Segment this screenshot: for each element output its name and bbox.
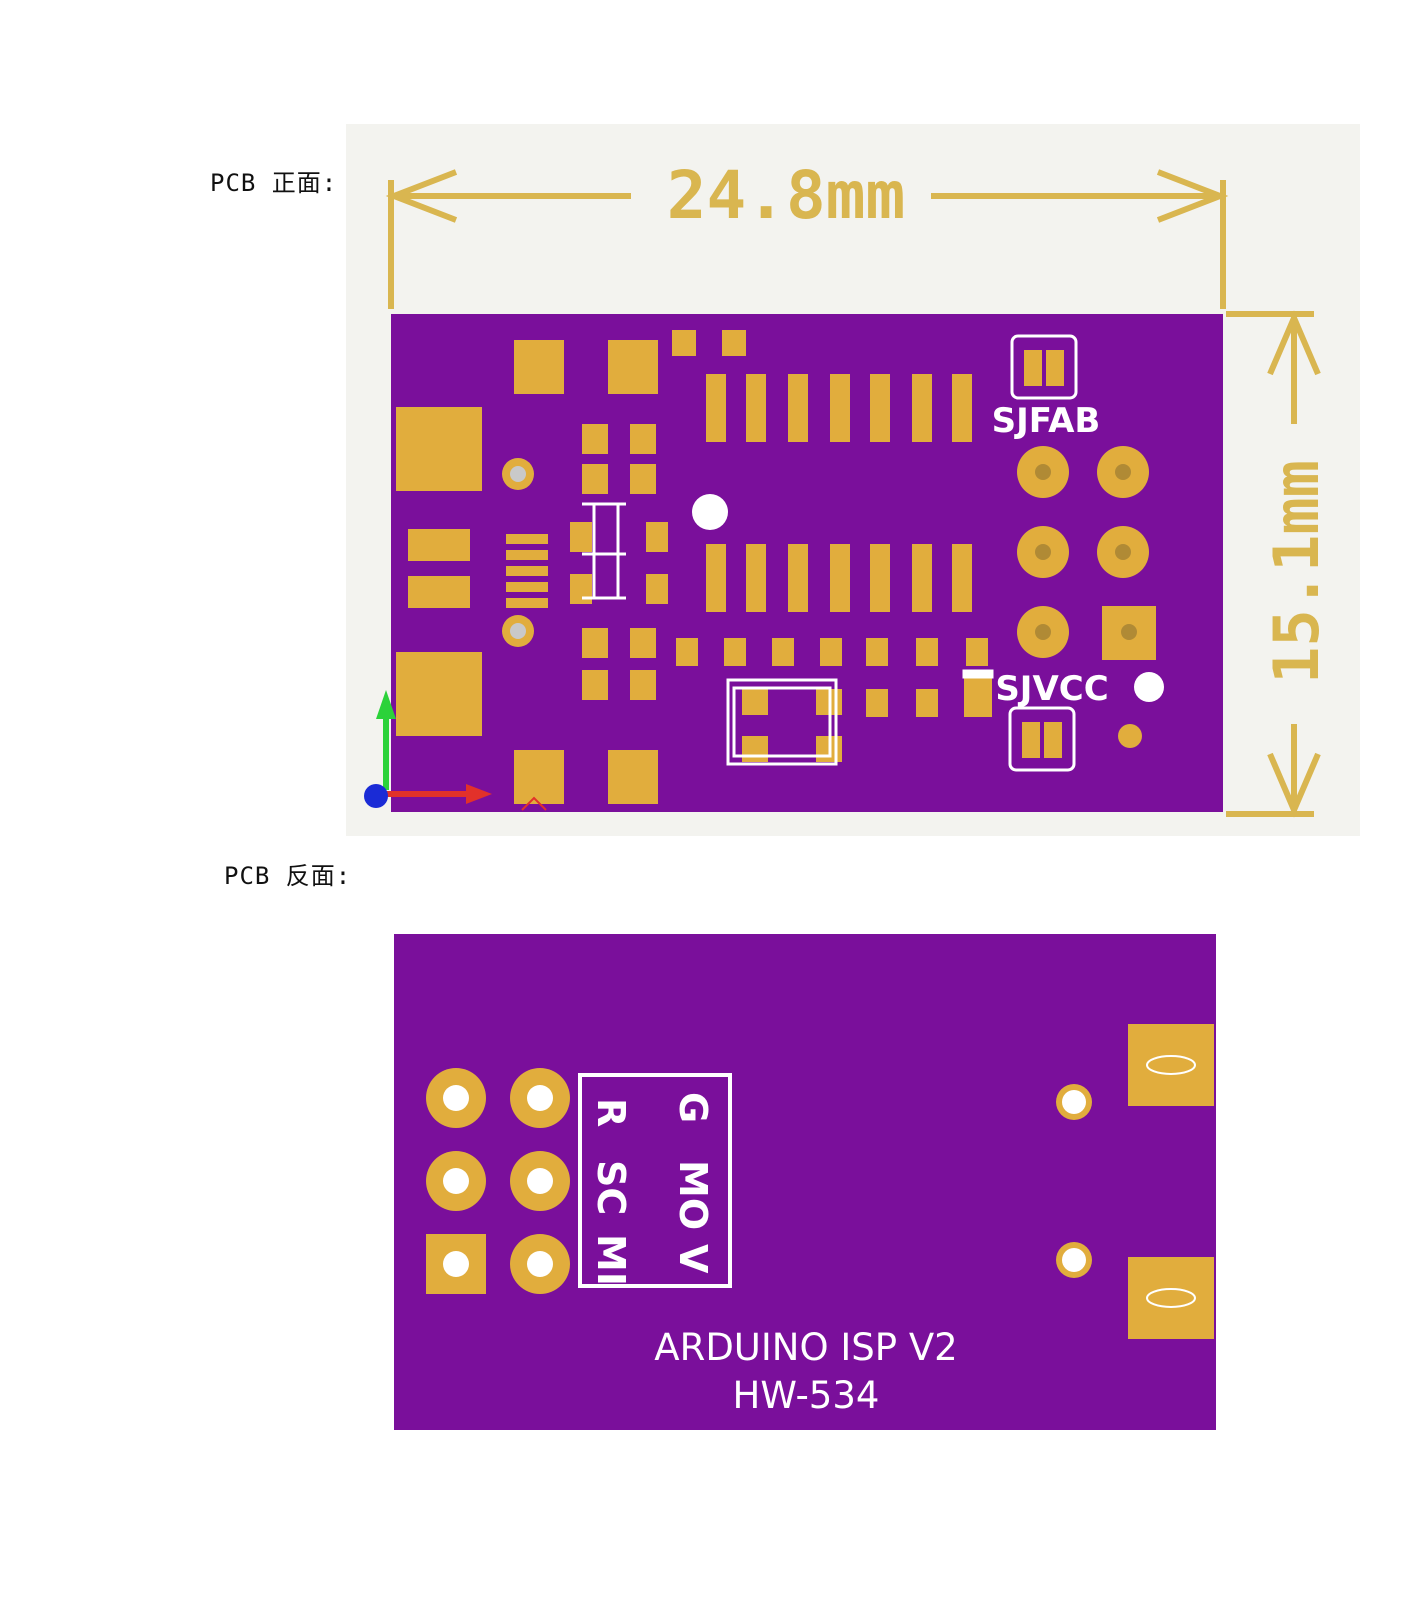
pcb-back-view: R SC MI G MO V ARDUINO ISP V2 HW-534 xyxy=(394,934,1216,1430)
front-header-pins xyxy=(1017,446,1149,658)
usb-shield-pad xyxy=(396,652,482,736)
front-pads xyxy=(396,330,1156,804)
jumper-label-sjvcc: SJVCC xyxy=(995,669,1108,709)
pin-label-g: G xyxy=(671,1092,715,1123)
pin-label-r: R xyxy=(589,1098,633,1127)
back-usb-pads xyxy=(1056,1024,1214,1339)
board-model: HW-534 xyxy=(733,1374,880,1417)
height-dimension-label: 15.1mm xyxy=(1260,460,1333,684)
pin-label-v: V xyxy=(671,1244,715,1274)
front-vias xyxy=(502,458,1164,702)
jumper-label-sjfab: SJFAB xyxy=(992,401,1101,441)
height-dimension xyxy=(1226,310,1321,818)
header-pin-labels: R SC MI G MO V xyxy=(589,1092,715,1286)
pcb-front-view: 24.8mm 15.1mm xyxy=(346,124,1360,836)
pin-label-sc: SC xyxy=(589,1160,633,1215)
width-dimension-label: 24.8mm xyxy=(667,157,905,234)
axis-gizmo xyxy=(364,690,547,811)
front-caption: PCB 正面: xyxy=(210,169,338,197)
board-name: ARDUINO ISP V2 xyxy=(654,1326,957,1369)
width-dimension xyxy=(385,169,1229,309)
usb-shield-pad xyxy=(396,407,482,491)
pin-label-mi: MI xyxy=(589,1234,633,1286)
header-outline xyxy=(578,1073,732,1288)
front-silkscreen xyxy=(582,334,1078,772)
back-header-pins xyxy=(426,1068,570,1294)
pin-label-mo: MO xyxy=(671,1160,715,1230)
back-caption: PCB 反面: xyxy=(224,862,352,890)
